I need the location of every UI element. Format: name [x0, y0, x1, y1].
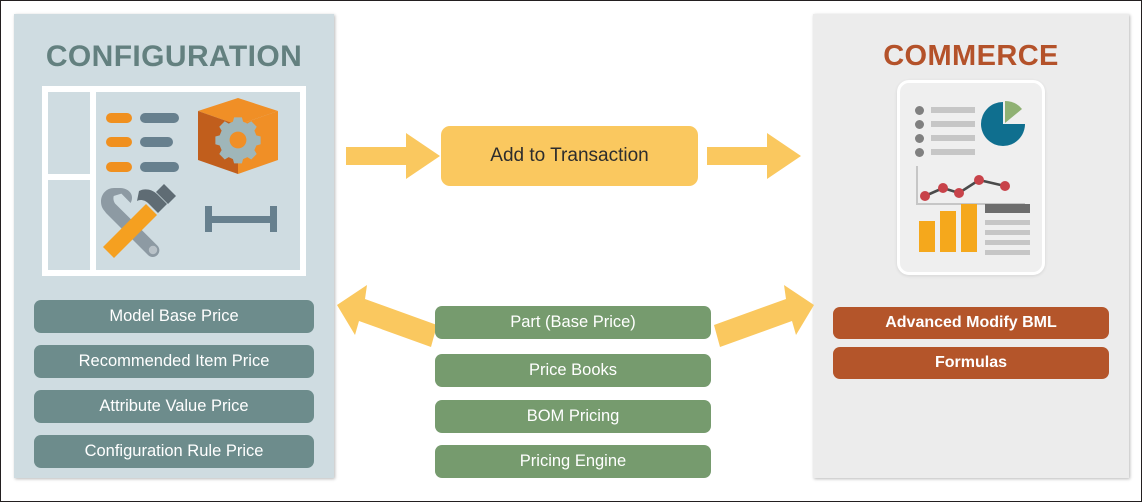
pill-pricing-engine[interactable]: Pricing Engine: [435, 445, 711, 478]
pill-attribute-value-price[interactable]: Attribute Value Price: [34, 390, 314, 423]
dimension-line-icon: [205, 206, 277, 232]
add-to-transaction-box[interactable]: Add to Transaction: [441, 126, 698, 186]
wrench-hammer-icon: [101, 184, 176, 258]
commerce-panel: COMMERCE: [813, 14, 1129, 478]
pill-part-base-price[interactable]: Part (Base Price): [435, 306, 711, 339]
pill-label: Price Books: [528, 361, 618, 379]
configuration-panel-title: CONFIGURATION: [45, 40, 303, 73]
pill-label: Pricing Engine: [519, 452, 627, 470]
arrow-transaction-to-commerce-icon: [707, 133, 801, 179]
pill-advanced-modify-bml[interactable]: Advanced Modify BML: [833, 307, 1109, 339]
add-to-transaction-label: Add to Transaction: [490, 145, 649, 166]
product-cube-gear-icon: [198, 98, 278, 174]
pill-label: Configuration Rule Price: [84, 442, 264, 460]
arrow-pricing-to-commerce-icon: [714, 285, 814, 347]
arrow-configuration-to-transaction-icon: [346, 133, 440, 179]
pill-label: Recommended Item Price: [78, 352, 270, 370]
commerce-panel-title: COMMERCE: [883, 40, 1059, 72]
pill-price-books[interactable]: Price Books: [435, 354, 711, 387]
pill-label: Attribute Value Price: [99, 397, 249, 415]
pill-configuration-rule-price[interactable]: Configuration Rule Price: [34, 435, 314, 468]
pill-formulas[interactable]: Formulas: [833, 347, 1109, 379]
pill-label: Advanced Modify BML: [885, 314, 1057, 331]
pill-label: Model Base Price: [109, 307, 239, 325]
pill-label: Part (Base Price): [510, 313, 636, 331]
configuration-panel: CONFIGURATION: [14, 14, 334, 478]
pill-bom-pricing[interactable]: BOM Pricing: [435, 400, 711, 433]
commerce-report-illustration-icon: [897, 80, 1045, 275]
arrow-pricing-to-configuration-icon: [337, 285, 437, 347]
pill-recommended-item-price[interactable]: Recommended Item Price: [34, 345, 314, 378]
pie-chart-icon: [981, 100, 1025, 146]
pill-model-base-price[interactable]: Model Base Price: [34, 300, 314, 333]
pill-label: Formulas: [934, 354, 1007, 371]
pill-label: BOM Pricing: [526, 407, 620, 425]
configuration-illustration-icon: [42, 86, 306, 276]
